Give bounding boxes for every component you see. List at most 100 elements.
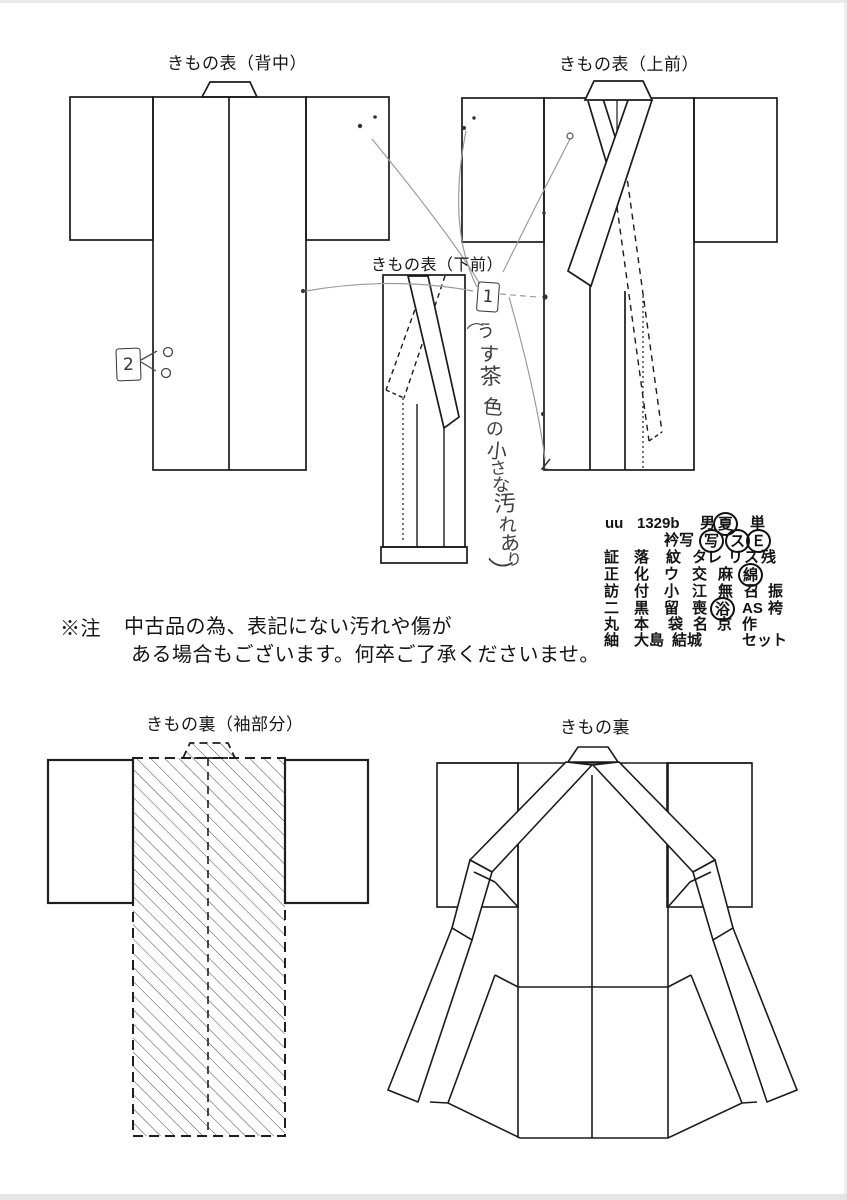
stain-spot: [462, 126, 466, 130]
ls-left-sleeve: [46, 758, 135, 905]
stamp-token-circled: Ｅ: [746, 529, 772, 553]
ls-right-sleeve: [283, 758, 370, 905]
handwritten-char: ）: [479, 555, 515, 587]
stain-spot: [357, 123, 363, 129]
stamp-token: 江: [692, 583, 708, 600]
uf-right-sleeve: [693, 97, 778, 243]
handwritten-char: の: [485, 418, 505, 441]
stamp-token: ウ: [664, 566, 680, 583]
stamp-token: 黒: [634, 600, 650, 617]
stamp-token: 男: [700, 515, 716, 532]
handwritten-char: 汚: [493, 491, 517, 518]
stamp-token-circled: 浴: [710, 597, 736, 621]
pencil-curve: [305, 282, 474, 292]
stain-spot-open: [566, 132, 574, 140]
stain-spot: [542, 294, 548, 300]
note2-spot-circle: [160, 367, 172, 379]
stamp-token: 喪: [692, 600, 708, 617]
stamp-token: 召: [744, 583, 760, 600]
stain-spot: [373, 115, 377, 119]
handwritten-char: 色: [481, 394, 505, 420]
pencil-curve: [502, 138, 571, 273]
pencil-curve: [371, 138, 481, 285]
footnote-prefix: ※注: [60, 618, 101, 640]
stamp-token-circled: 写: [699, 529, 725, 553]
handwritten-char: 茶: [479, 364, 503, 391]
stamp-token: 訪: [604, 583, 620, 600]
stain-spot-marks: [160, 115, 574, 471]
stain-spot: [541, 412, 545, 416]
label-back-view: きもの表（背中）: [167, 54, 307, 73]
label-lower-front-view: きもの表（下前）: [371, 257, 504, 274]
stain-spot: [542, 211, 546, 215]
stamp-token: 落: [634, 549, 650, 566]
kimono-lining-sleeve-diagram: [46, 742, 370, 1137]
stamp-token: 残: [761, 549, 777, 566]
stamp-token: タレ: [692, 549, 723, 566]
stamp-token: 正: [604, 566, 620, 583]
stain-spot: [472, 116, 476, 120]
label-lining-sleeve-view: きもの裏（袖部分）: [146, 715, 304, 734]
stamp-token: 名: [693, 616, 709, 633]
note1-number-box: 1: [475, 281, 501, 313]
ln-collar-seam-right: [689, 871, 712, 883]
ls-collar-hatched: [181, 742, 237, 759]
kimono-back-diagram: [69, 81, 390, 471]
note2-number-box: 2: [115, 347, 142, 382]
stamp-token: ス: [744, 549, 760, 566]
ln-collar-peak: [566, 746, 620, 763]
stamp-token: 京: [717, 616, 733, 633]
kimono-lower-front-diagram: [380, 274, 468, 564]
stamp-token: 本: [634, 616, 650, 633]
handwritten-char: す: [478, 341, 500, 367]
stamp-token: 振: [768, 583, 784, 600]
stamp-token: 小: [664, 583, 680, 600]
stamp-token: 袴: [768, 600, 784, 617]
stamp-token: 大島: [634, 632, 665, 649]
stamp-token: 丸: [604, 616, 620, 633]
stamp-token: 交: [692, 566, 708, 583]
back-left-sleeve: [69, 96, 154, 241]
stamp-token: 袋: [668, 616, 684, 633]
stain-spot: [301, 289, 305, 293]
kimono-upper-front-diagram: [461, 80, 778, 471]
uf-collar-band: [566, 81, 653, 288]
annotation-pencil-lines: [140, 130, 571, 460]
note2-number: 2: [122, 354, 135, 375]
stamp-token: 1329b: [637, 515, 680, 532]
stamp-token: uu: [605, 515, 624, 532]
back-right-sleeve: [305, 96, 390, 241]
back-collar: [200, 81, 259, 98]
footnote-line2: ある場合もございます。何卒ご了承くださいませ。: [131, 644, 600, 666]
footnote-line1: 中古品の為、表記にない汚れや傷が: [124, 616, 452, 638]
stamp-token: 化: [634, 566, 650, 583]
pencil-curve: [458, 130, 478, 288]
uf-collar-top: [583, 80, 654, 101]
stamp-token: セット: [742, 632, 788, 649]
stamp-token-circled: 綿: [738, 563, 764, 587]
stamp-token: リ: [728, 549, 744, 566]
note2-spot-circle: [162, 346, 174, 358]
ln-collar-seam-left: [473, 871, 496, 883]
handwritten-char: う: [476, 320, 496, 343]
lf-hem-band: [380, 546, 468, 564]
stamp-token: 結城: [672, 632, 703, 649]
note1-number: 1: [481, 286, 495, 308]
stamp-token: 単: [750, 515, 766, 532]
pencil-curve: [499, 293, 538, 298]
pencil-curve: [508, 296, 546, 460]
label-upper-front-view: きもの表（上前）: [559, 55, 699, 74]
stamp-token: 麻: [718, 566, 734, 583]
note2-pointer-lines: [140, 350, 158, 372]
stamp-token: 衿写: [664, 532, 695, 549]
stamp-token: 紋: [666, 549, 682, 566]
stamp-token: 無: [718, 583, 734, 600]
ls-body-hatched: [132, 757, 286, 1137]
corner-arrow: [540, 458, 553, 471]
lf-collar-band: [406, 275, 460, 430]
stamp-token: 作: [742, 616, 758, 633]
stamp-token: 付: [634, 583, 650, 600]
stamp-token: AS: [742, 600, 763, 617]
